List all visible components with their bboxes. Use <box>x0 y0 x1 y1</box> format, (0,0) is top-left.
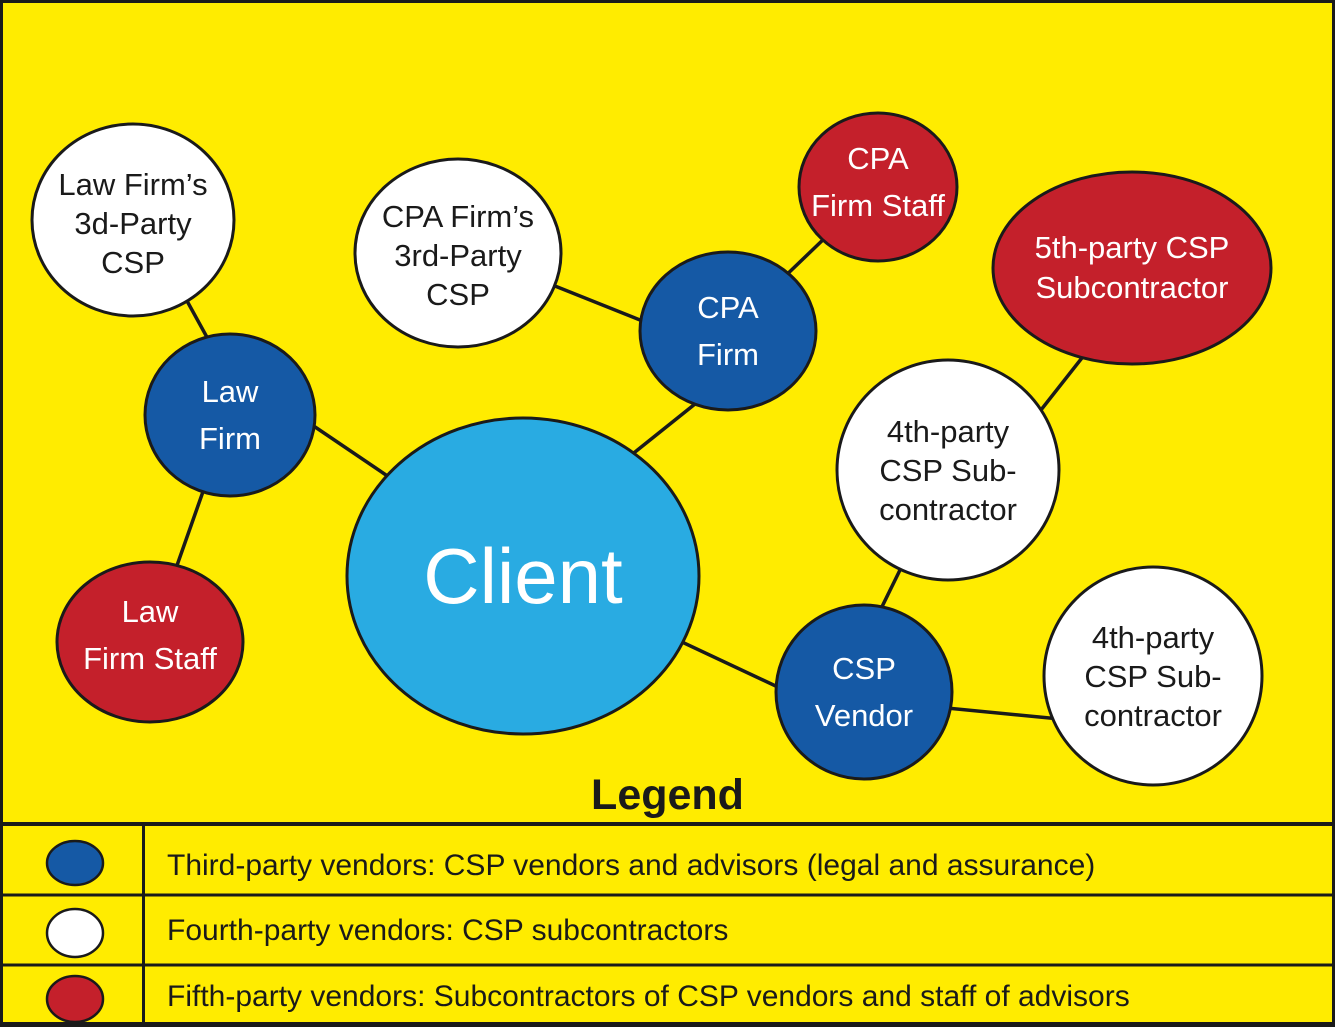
legend-row-third-party-label: Third-party vendors: CSP vendors and adv… <box>167 849 1096 882</box>
legend-title: Legend <box>591 771 744 819</box>
node-law-firm-shape <box>143 332 317 498</box>
node-law-firm-csp-shape <box>30 122 236 318</box>
legend-swatch-third-party-icon <box>45 839 105 887</box>
legend-row-fifth-party-label: Fifth-party vendors: Subcontractors of C… <box>167 980 1130 1013</box>
node-fourth-party-lower-shape <box>1042 565 1264 787</box>
legend-row-fourth-party-label: Fourth-party vendors: CSP subcontractors <box>167 914 729 947</box>
node-cpa-firm-csp-shape <box>353 157 563 349</box>
node-law-firm-staff-shape <box>55 560 245 724</box>
node-csp-vendor-shape <box>774 603 954 781</box>
node-fourth-party-upper-shape <box>835 358 1061 582</box>
legend-swatch-fourth-party-icon <box>45 907 105 959</box>
node-cpa-firm-shape <box>638 250 818 412</box>
legend-swatch-fifth-party-icon <box>45 974 105 1024</box>
node-fifth-party-sub-shape <box>991 170 1273 366</box>
node-cpa-firm-staff-shape <box>797 111 959 263</box>
node-client-shape <box>345 416 701 736</box>
